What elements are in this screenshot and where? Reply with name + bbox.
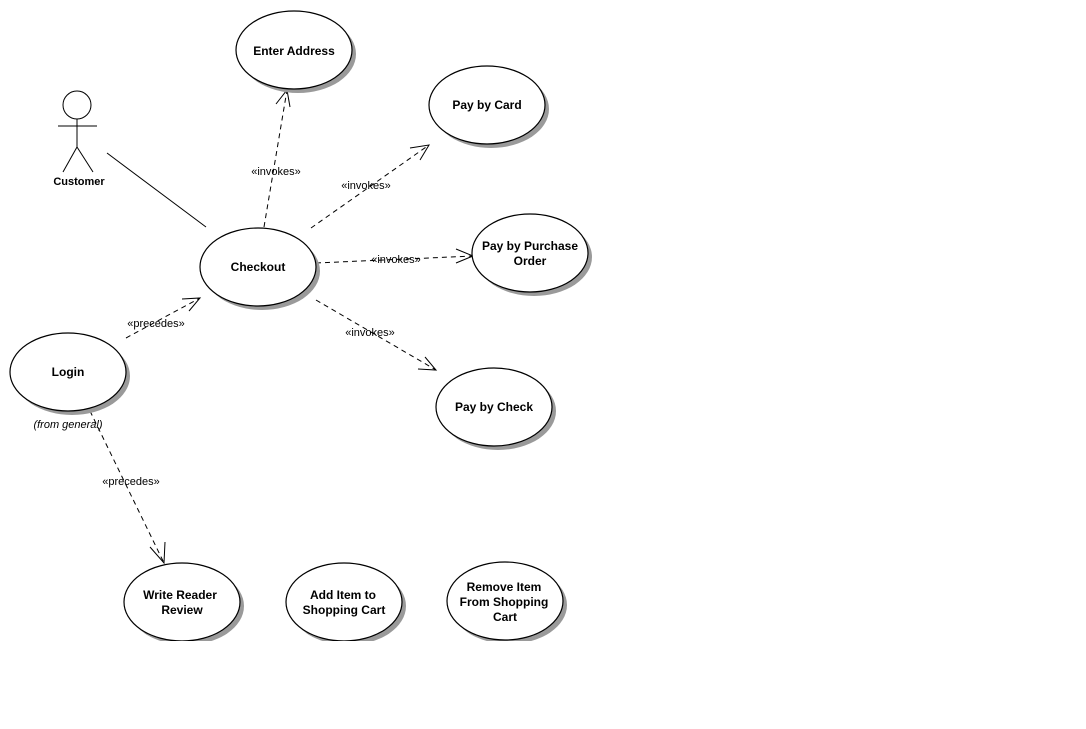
actor-head: [62, 90, 92, 120]
dep-checkout-pay-po: «invokes»: [315, 248, 475, 266]
association-customer-checkout: [106, 152, 207, 228]
use-case-pay-by-card[interactable]: Pay by Card: [428, 65, 549, 148]
use-case-label: Login: [52, 365, 85, 379]
use-case-label: Pay by Card: [452, 98, 521, 112]
actor-left-leg: [62, 146, 78, 173]
actor-label: Customer: [53, 176, 105, 188]
dep-label: «precedes»: [102, 476, 160, 488]
actor-right-leg: [76, 146, 94, 173]
dep-checkout-pay-card: «invokes»: [310, 144, 430, 229]
login-from-note: (from general): [33, 419, 102, 431]
dep-checkout-pay-check: «invokes»: [315, 299, 438, 371]
dep-label: «invokes»: [341, 180, 391, 192]
dep-label: «invokes»: [251, 166, 301, 178]
dep-checkout-enter-address: «invokes»: [251, 88, 301, 228]
use-case-label: Checkout: [231, 260, 286, 274]
dep-login-checkout: «precedes»: [125, 297, 202, 339]
use-case-label: Pay by Check: [455, 400, 533, 414]
use-case-checkout[interactable]: Checkout: [199, 227, 320, 310]
use-case-enter-address[interactable]: Enter Address: [235, 10, 356, 93]
use-case-login[interactable]: Login: [9, 332, 130, 415]
dep-label: «invokes»: [371, 254, 421, 266]
dep-label: «invokes»: [345, 327, 395, 339]
use-case-pay-by-check[interactable]: Pay by Check: [435, 367, 556, 450]
actor-customer[interactable]: Customer: [53, 90, 105, 188]
use-case-label: Enter Address: [253, 44, 335, 58]
dep-label: «precedes»: [127, 318, 185, 330]
dep-login-write-review: «precedes»: [89, 410, 166, 565]
canvas-bottom-blank: [0, 641, 1086, 729]
